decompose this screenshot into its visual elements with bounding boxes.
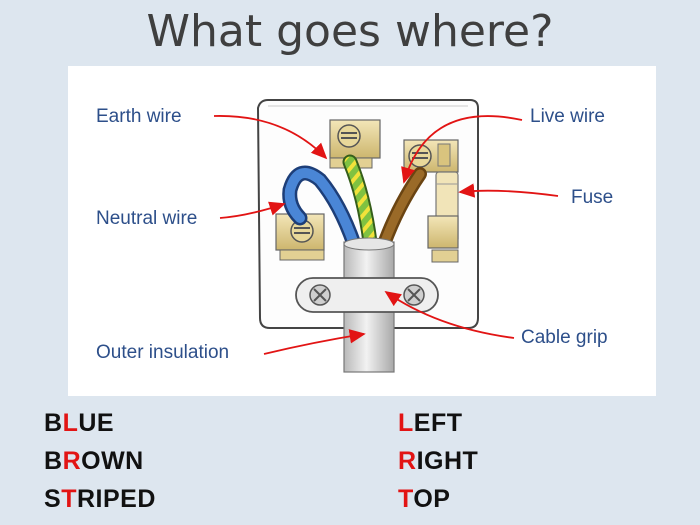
- mnemonic-striped: STRIPED: [44, 485, 156, 513]
- label-cable-grip: Cable grip: [521, 327, 608, 348]
- cable-grip-arrow: [384, 290, 515, 339]
- plug-diagram: Earth wire Neutral wire Outer insulation…: [68, 66, 656, 396]
- outer-insulation-arrow: [263, 329, 366, 355]
- neutral-wire-arrow: [219, 201, 286, 219]
- mnemonic-blue: BLUE: [44, 409, 115, 437]
- neutral-terminal: [275, 213, 325, 261]
- cable-grip-shape: [295, 277, 439, 313]
- label-neutral-wire: Neutral wire: [96, 208, 198, 229]
- label-earth-wire: Earth wire: [96, 106, 182, 127]
- fuse-arrow: [458, 183, 559, 198]
- label-live-wire: Live wire: [530, 106, 605, 127]
- fuse-shape: [427, 171, 459, 263]
- earth-terminal: [329, 119, 381, 169]
- mnemonic-left: LEFT: [398, 409, 463, 437]
- live-wire-arrow: [401, 115, 523, 184]
- plug-illustration: [213, 99, 559, 373]
- mnemonic-right: RIGHT: [398, 447, 479, 475]
- earth-wire-arrow: [213, 115, 328, 160]
- page-title: What goes where?: [146, 6, 554, 57]
- live-terminal: [403, 139, 459, 173]
- mnemonic-top: TOP: [398, 485, 451, 513]
- label-fuse: Fuse: [571, 187, 614, 208]
- mnemonic-brown: BROWN: [44, 447, 144, 475]
- label-outer-insulation: Outer insulation: [96, 342, 230, 363]
